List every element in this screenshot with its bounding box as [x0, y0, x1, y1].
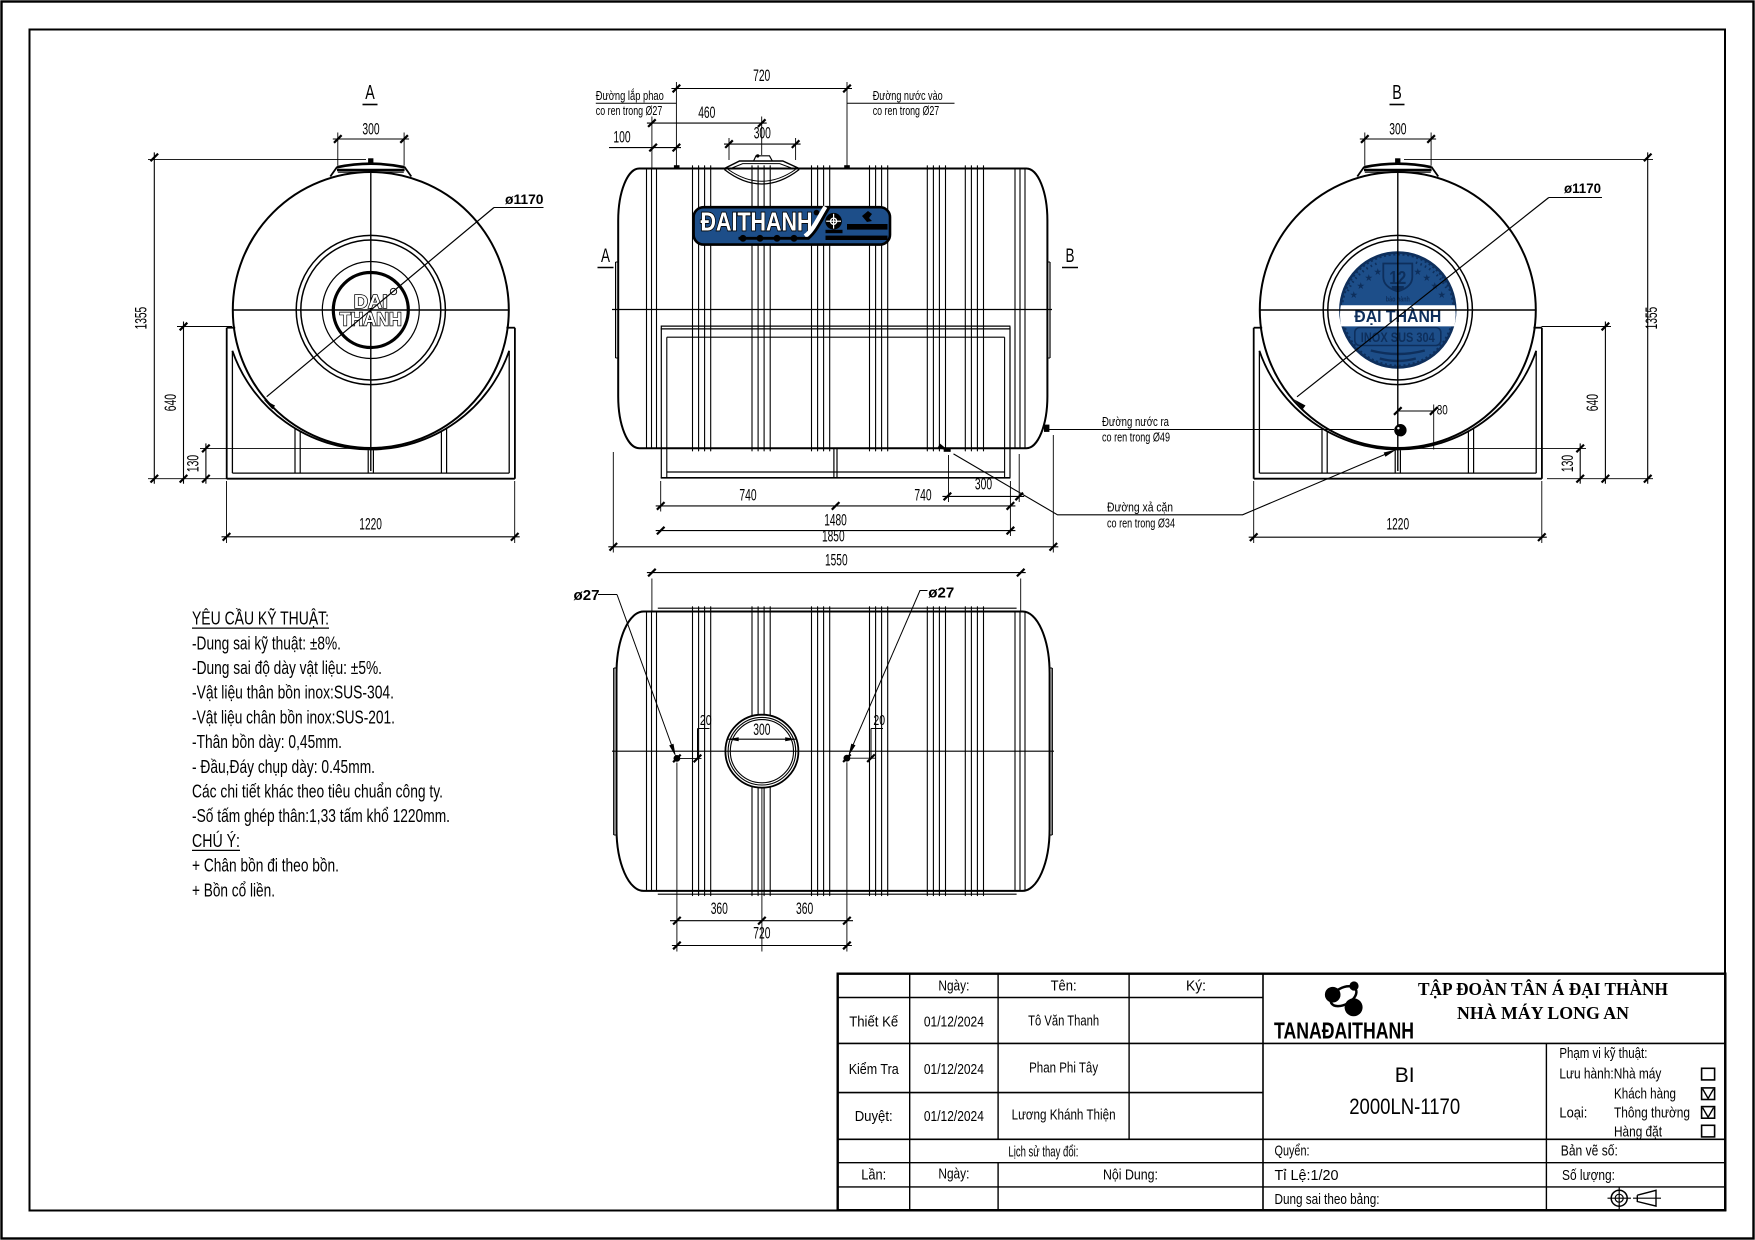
svg-text:Đường nước ra: Đường nước ra	[1102, 415, 1169, 429]
svg-text:-Dung sai kỹ thuật: ±8%.: -Dung sai kỹ thuật: ±8%.	[192, 633, 341, 653]
svg-text:ø1170: ø1170	[505, 191, 544, 207]
svg-text:1220: 1220	[359, 515, 382, 534]
svg-text:ø1170: ø1170	[1564, 180, 1601, 196]
svg-text:Thiết Kế: Thiết Kế	[849, 1015, 898, 1031]
svg-text:★: ★	[1374, 267, 1383, 278]
svg-text:BI: BI	[1395, 1064, 1415, 1087]
svg-text:-Vật liệu chân bồn inox:SUS-20: -Vật liệu chân bồn inox:SUS-201.	[192, 707, 395, 727]
svg-text:Ngày:: Ngày:	[938, 979, 969, 995]
svg-text:-Dung sai độ dày vật liệu: ±5%: -Dung sai độ dày vật liệu: ±5%.	[192, 658, 382, 678]
svg-text:ø27: ø27	[574, 587, 600, 604]
svg-text:Phạm vi kỹ thuật:: Phạm vi kỹ thuật:	[1559, 1046, 1647, 1062]
svg-text:Hàng đặt: Hàng đặt	[1614, 1125, 1662, 1141]
svg-text:-Vật liệu thân bồn inox:SUS-30: -Vật liệu thân bồn inox:SUS-304.	[192, 683, 394, 703]
svg-text:130: 130	[1558, 455, 1577, 472]
svg-text:Nội Dung:: Nội Dung:	[1103, 1168, 1158, 1184]
svg-text:Lịch sử thay đổi:: Lịch sử thay đổi:	[1008, 1145, 1078, 1161]
svg-text:740: 740	[914, 486, 931, 505]
svg-text:Đường nước vào: Đường nước vào	[873, 89, 943, 103]
svg-text:640: 640	[161, 394, 180, 411]
svg-text:Thông thường: Thông thường	[1614, 1106, 1690, 1122]
svg-text:CHÚ Ý:: CHÚ Ý:	[192, 830, 240, 851]
svg-text:Lưu hành:Nhà máy: Lưu hành:Nhà máy	[1559, 1067, 1662, 1083]
svg-text:★: ★	[1423, 273, 1432, 284]
svg-text:A: A	[365, 82, 375, 104]
svg-text:300: 300	[975, 475, 992, 494]
svg-text:Lương Khánh Thiện: Lương Khánh Thiện	[1012, 1108, 1116, 1124]
svg-text:300: 300	[1389, 120, 1406, 139]
svg-text:20: 20	[873, 712, 885, 729]
svg-text:DAI: DAI	[354, 292, 388, 312]
svg-text:01/12/2024: 01/12/2024	[924, 1062, 984, 1078]
svg-text:01/12/2024: 01/12/2024	[924, 1109, 984, 1125]
svg-text:★: ★	[1438, 290, 1447, 301]
svg-text:TẬP ĐOÀN TÂN Á ĐẠI THÀNH: TẬP ĐOÀN TÂN Á ĐẠI THÀNH	[1418, 978, 1668, 999]
svg-text:★: ★	[1365, 273, 1374, 284]
svg-text:2000LN-1170: 2000LN-1170	[1349, 1094, 1460, 1119]
svg-text:300: 300	[362, 120, 379, 139]
svg-text:co ren trong Ø27: co ren trong Ø27	[596, 104, 663, 118]
svg-text:Bản vẽ số:: Bản vẽ số:	[1561, 1144, 1618, 1160]
svg-text:Lần:: Lần:	[861, 1168, 886, 1184]
svg-text:1355: 1355	[132, 307, 151, 330]
svg-text:Phan Phi Tây: Phan Phi Tây	[1029, 1061, 1099, 1077]
svg-text:740: 740	[739, 486, 756, 505]
svg-text:Đường lắp phao: Đường lắp phao	[596, 88, 664, 103]
svg-text:Tỉ Lệ:1/20: Tỉ Lệ:1/20	[1275, 1168, 1339, 1184]
svg-text:1220: 1220	[1387, 515, 1410, 534]
svg-text:Duyệt:: Duyệt:	[855, 1109, 893, 1125]
svg-text:Tên:: Tên:	[1051, 979, 1077, 995]
svg-text:720: 720	[753, 66, 770, 85]
svg-text:Dung sai theo bảng:: Dung sai theo bảng:	[1275, 1192, 1380, 1208]
svg-text:Ngày:: Ngày:	[938, 1167, 969, 1183]
svg-text:Số lượng:: Số lượng:	[1562, 1168, 1615, 1184]
svg-text:640: 640	[1583, 394, 1602, 411]
svg-text:ĐAITHANH: ĐAITHANH	[701, 207, 813, 237]
svg-text:Ký:: Ký:	[1186, 979, 1206, 995]
svg-text:300: 300	[753, 720, 770, 739]
svg-text:Tô Văn Thanh: Tô Văn Thanh	[1028, 1014, 1099, 1030]
svg-text:300: 300	[754, 124, 771, 143]
svg-text:Quyển:: Quyển:	[1275, 1144, 1310, 1160]
svg-text:+ Chân bồn đi theo bồn.: + Chân bồn đi theo bồn.	[192, 856, 339, 876]
svg-text:YÊU CẦU KỸ THUẬT:: YÊU CẦU KỸ THUẬT:	[192, 608, 329, 629]
svg-text:★: ★	[1431, 281, 1440, 292]
svg-text:co ren trong Ø27: co ren trong Ø27	[873, 104, 940, 118]
svg-text:01/12/2024: 01/12/2024	[924, 1015, 984, 1031]
svg-text:Các chi tiết khác theo tiêu ch: Các chi tiết khác theo tiêu chuẩn công t…	[192, 782, 443, 802]
svg-text:★: ★	[1357, 281, 1366, 292]
svg-text:B: B	[1066, 246, 1075, 267]
svg-text:100: 100	[613, 128, 630, 147]
svg-text:★: ★	[1350, 290, 1359, 301]
svg-text:1550: 1550	[825, 551, 848, 570]
svg-text:THANH: THANH	[340, 310, 402, 330]
svg-text:Khách hàng: Khách hàng	[1614, 1087, 1676, 1103]
svg-text:360: 360	[796, 899, 813, 918]
svg-text:130: 130	[184, 455, 203, 472]
svg-text:NHÀ MÁY LONG AN: NHÀ MÁY LONG AN	[1457, 1002, 1629, 1023]
svg-text:co ren trong Ø49: co ren trong Ø49	[1102, 431, 1170, 445]
svg-text:B: B	[1392, 82, 1402, 104]
svg-text:80: 80	[1437, 402, 1448, 418]
svg-text:- Đầu,Đáy chụp dày: 0.45mm.: - Đầu,Đáy chụp dày: 0.45mm.	[192, 757, 375, 777]
svg-text:-Thân bồn dày: 0,45mm.: -Thân bồn dày: 0,45mm.	[192, 732, 342, 752]
svg-text:1480: 1480	[824, 510, 847, 529]
svg-text:Kiểm Tra: Kiểm Tra	[849, 1062, 900, 1078]
svg-text:ø27: ø27	[928, 585, 954, 602]
svg-text:co ren trong Ø34: co ren trong Ø34	[1107, 517, 1175, 531]
svg-text:Đường xả cặn: Đường xả cặn	[1107, 501, 1173, 515]
svg-text:A: A	[601, 246, 610, 267]
svg-text:TANAĐAITHANH: TANAĐAITHANH	[1274, 1018, 1414, 1044]
svg-text:1850: 1850	[822, 527, 845, 546]
svg-text:+ Bồn cổ liền.: + Bồn cổ liền.	[192, 880, 275, 900]
svg-text:360: 360	[711, 899, 728, 918]
svg-text:-Số tấm ghép thân:1,33 tấm khổ: -Số tấm ghép thân:1,33 tấm khổ 1220mm.	[192, 806, 450, 826]
svg-text:1355: 1355	[1642, 307, 1661, 330]
svg-text:460: 460	[698, 103, 715, 122]
svg-text:20: 20	[700, 712, 712, 729]
svg-text:Loại:: Loại:	[1559, 1106, 1587, 1122]
svg-text:★: ★	[1414, 267, 1423, 278]
